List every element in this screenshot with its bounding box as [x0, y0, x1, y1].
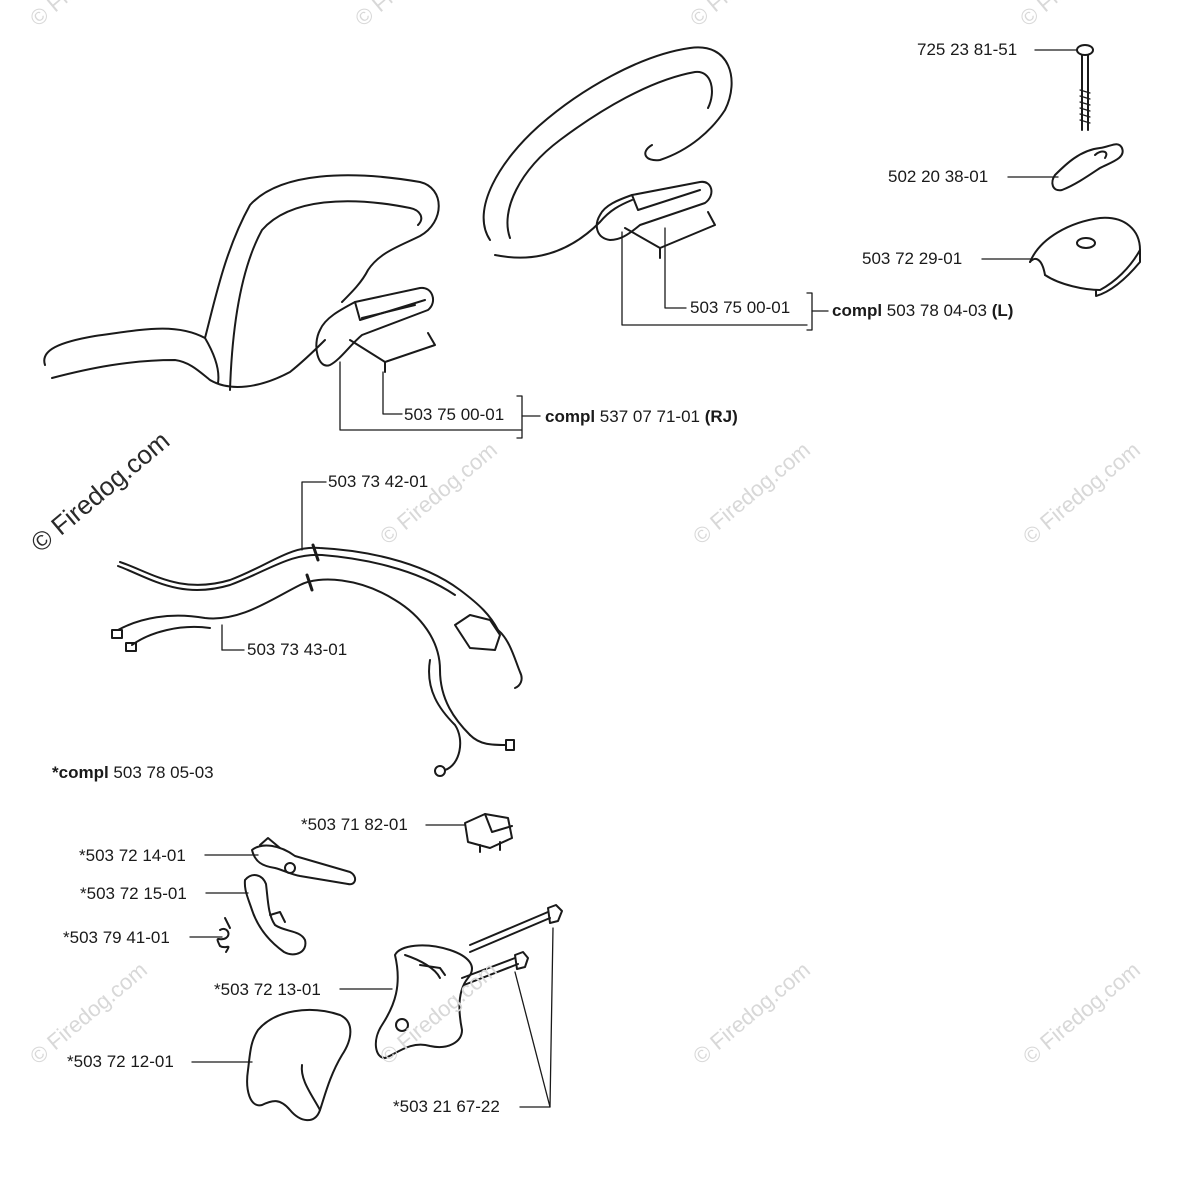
handlebar-rj-drawing — [43, 174, 440, 391]
part-label-screws: *503 21 67-22 — [393, 1097, 500, 1116]
part-label-spring: *503 79 41-01 — [63, 928, 170, 947]
part-label-compl-rj: compl 537 07 71-01 (RJ) — [545, 407, 738, 426]
clamp-assembly-drawing — [1029, 44, 1141, 297]
part-label-throttle-trigger: *503 72 14-01 — [79, 846, 186, 865]
part-label-cable-upper: 503 73 42-01 — [328, 472, 429, 491]
part-label-knob: 502 20 38-01 — [888, 167, 989, 186]
screws-drawing — [461, 904, 563, 986]
part-label-clamp: 503 72 29-01 — [862, 249, 963, 268]
part-label-compl-left: compl 503 78 04-03 (L) — [832, 301, 1014, 320]
handle-cover-drawing — [246, 1009, 352, 1122]
part-label-bolt: 725 23 81-51 — [917, 40, 1018, 59]
leader-lines — [189, 49, 1077, 1108]
part-label-switch: *503 71 82-01 — [301, 815, 408, 834]
part-label-compl-kit: *compl 503 78 05-03 — [52, 763, 214, 782]
throttle-trigger-drawing — [251, 837, 356, 886]
spring-drawing — [216, 917, 231, 953]
part-label-holder-left: 503 75 00-01 — [690, 298, 791, 317]
part-label-holder-rj: 503 75 00-01 — [404, 405, 505, 424]
part-label-lockout: *503 72 15-01 — [80, 884, 187, 903]
part-label-handle-cover: *503 72 12-01 — [67, 1052, 174, 1071]
switch-drawing — [464, 813, 513, 853]
part-label-cable-lower: 503 73 43-01 — [247, 640, 348, 659]
lockout-drawing — [243, 874, 307, 956]
cables-drawing — [111, 543, 523, 777]
handlebar-l-drawing — [482, 46, 733, 259]
handle-half-drawing — [374, 944, 473, 1059]
part-label-handle-half: *503 72 13-01 — [214, 980, 321, 999]
